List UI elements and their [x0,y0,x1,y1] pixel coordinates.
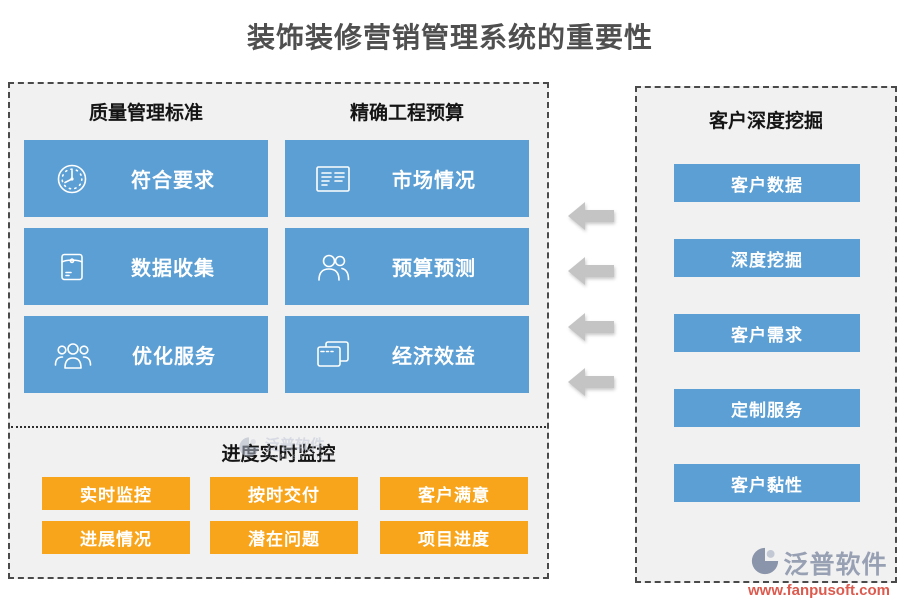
feature-label: 预算预测 [392,258,476,280]
feature-box-meet-requirements: 符合要求 [24,140,268,217]
watermark-center: 泛普软件 FANPU SOFTWARE [238,436,334,463]
people-icon [313,252,353,282]
fanpu-logo-icon [238,436,260,463]
customer-mining-panel: 客户深度挖掘 客户数据 深度挖掘 客户需求 定制服务 客户黏性 [635,86,897,583]
left-arrow-icon [568,202,614,230]
left-arrow-icon [568,368,614,396]
monitor-item-potential-issues: 潜在问题 [210,521,358,554]
monitor-item-realtime: 实时监控 [42,477,190,510]
feature-box-market-situation: 市场情况 [285,140,529,217]
monitor-item-customer-satisfaction: 客户满意 [380,477,528,510]
feature-box-economic-benefit: 经济效益 [285,316,529,393]
column-header-budget: 精确工程预算 [349,103,464,124]
mining-item-customer-stickiness: 客户黏性 [674,464,860,502]
feature-label: 市场情况 [392,170,476,192]
column-header-quality: 质量管理标准 [88,103,203,124]
page-title: 装饰装修营销管理系统的重要性 [246,22,653,53]
fanpu-logo-icon [750,546,780,581]
watermark-bottom-right: 泛普软件 www.fanpusoft.com [742,545,896,599]
feature-label: 优化服务 [132,346,216,368]
team-icon [52,339,94,371]
feature-label: 符合要求 [131,170,215,192]
left-arrow-icon [568,313,614,341]
left-arrow-icon [568,257,614,285]
mining-item-customer-data: 客户数据 [674,164,860,202]
mining-item-deep-mining: 深度挖掘 [674,239,860,277]
envelope-folder-icon [52,249,92,285]
section-divider [11,426,546,428]
monitor-item-ontime-delivery: 按时交付 [210,477,358,510]
feature-box-data-collection: 数据收集 [24,228,268,305]
mining-item-customer-needs: 客户需求 [674,314,860,352]
mining-item-custom-service: 定制服务 [674,389,860,427]
clock-icon [52,161,92,197]
windows-icon [313,339,353,371]
report-icon [313,163,353,195]
feature-box-budget-forecast: 预算预测 [285,228,529,305]
watermark-brand-text: 泛普软件 [265,437,326,454]
watermark-brand-subtext: FANPU SOFTWARE [265,455,335,461]
customer-mining-header: 客户深度挖掘 [708,111,823,132]
watermark-brand-text: 泛普软件 [783,551,888,579]
quality-budget-panel: 质量管理标准 精确工程预算 符合要求 数据收集 [8,82,549,579]
monitor-item-progress-status: 进展情况 [42,521,190,554]
feature-label: 经济效益 [392,346,476,368]
monitor-item-project-progress: 项目进度 [380,521,528,554]
feature-box-optimize-service: 优化服务 [24,316,268,393]
watermark-url-text: www.fanpusoft.com [748,582,890,599]
feature-label: 数据收集 [131,258,215,280]
